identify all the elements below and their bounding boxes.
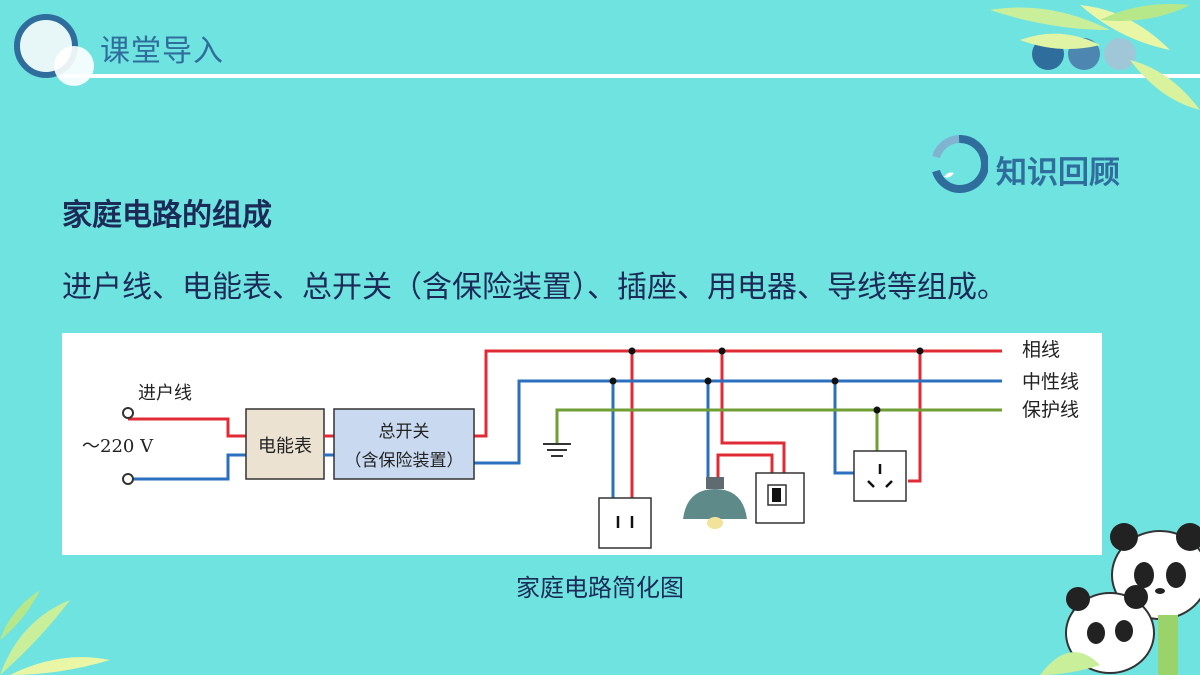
junction-dots <box>609 347 924 414</box>
switch-label-1: 总开关 <box>379 422 430 442</box>
ground-label: 保护线 <box>1022 399 1079 421</box>
ground-wire <box>555 408 1002 451</box>
terminal-top-icon <box>122 407 134 419</box>
voltage-label: ～220 V <box>82 436 154 457</box>
leaf-decoration-icon <box>0 590 110 675</box>
body-text: 进户线、电能表、总开关（含保险装置）、插座、用电器、导线等组成。 <box>62 270 1007 305</box>
diagram-caption: 家庭电路简化图 <box>516 574 684 602</box>
terminal-bottom-icon <box>122 473 134 485</box>
circuit-diagram: 进户线 ～220 V 电能表 总开关 （含保险装置） 相线 中性线 保护线 <box>62 333 1102 555</box>
live-wire <box>128 349 1002 498</box>
main-switch-box <box>333 408 475 480</box>
ground-symbol-icon <box>543 443 571 457</box>
section-title: 家庭电路的组成 <box>62 198 272 233</box>
refresh-circle-icon <box>932 134 989 193</box>
badge-label: 知识回顾 <box>996 155 1120 191</box>
knowledge-review-badge: 知识回顾 <box>930 134 1140 195</box>
neutral-label: 中性线 <box>1022 371 1079 393</box>
meter-box <box>245 408 325 480</box>
three-pin-socket-icon <box>853 450 907 502</box>
leaf-decoration-icon <box>990 4 1200 110</box>
header-divider <box>60 74 1200 78</box>
two-pin-socket-icon <box>598 497 652 549</box>
switch-label-2: （含保险装置） <box>345 451 464 471</box>
live-label: 相线 <box>1022 339 1060 361</box>
panda-decoration-icon <box>1040 523 1200 675</box>
page-title: 课堂导入 <box>100 34 224 69</box>
logo-dot-icon <box>54 46 94 86</box>
neutral-wire <box>128 379 1002 498</box>
incoming-label: 进户线 <box>138 383 192 404</box>
lamp-icon <box>683 477 747 529</box>
meter-label: 电能表 <box>258 436 312 457</box>
wall-switch-icon <box>755 472 805 524</box>
